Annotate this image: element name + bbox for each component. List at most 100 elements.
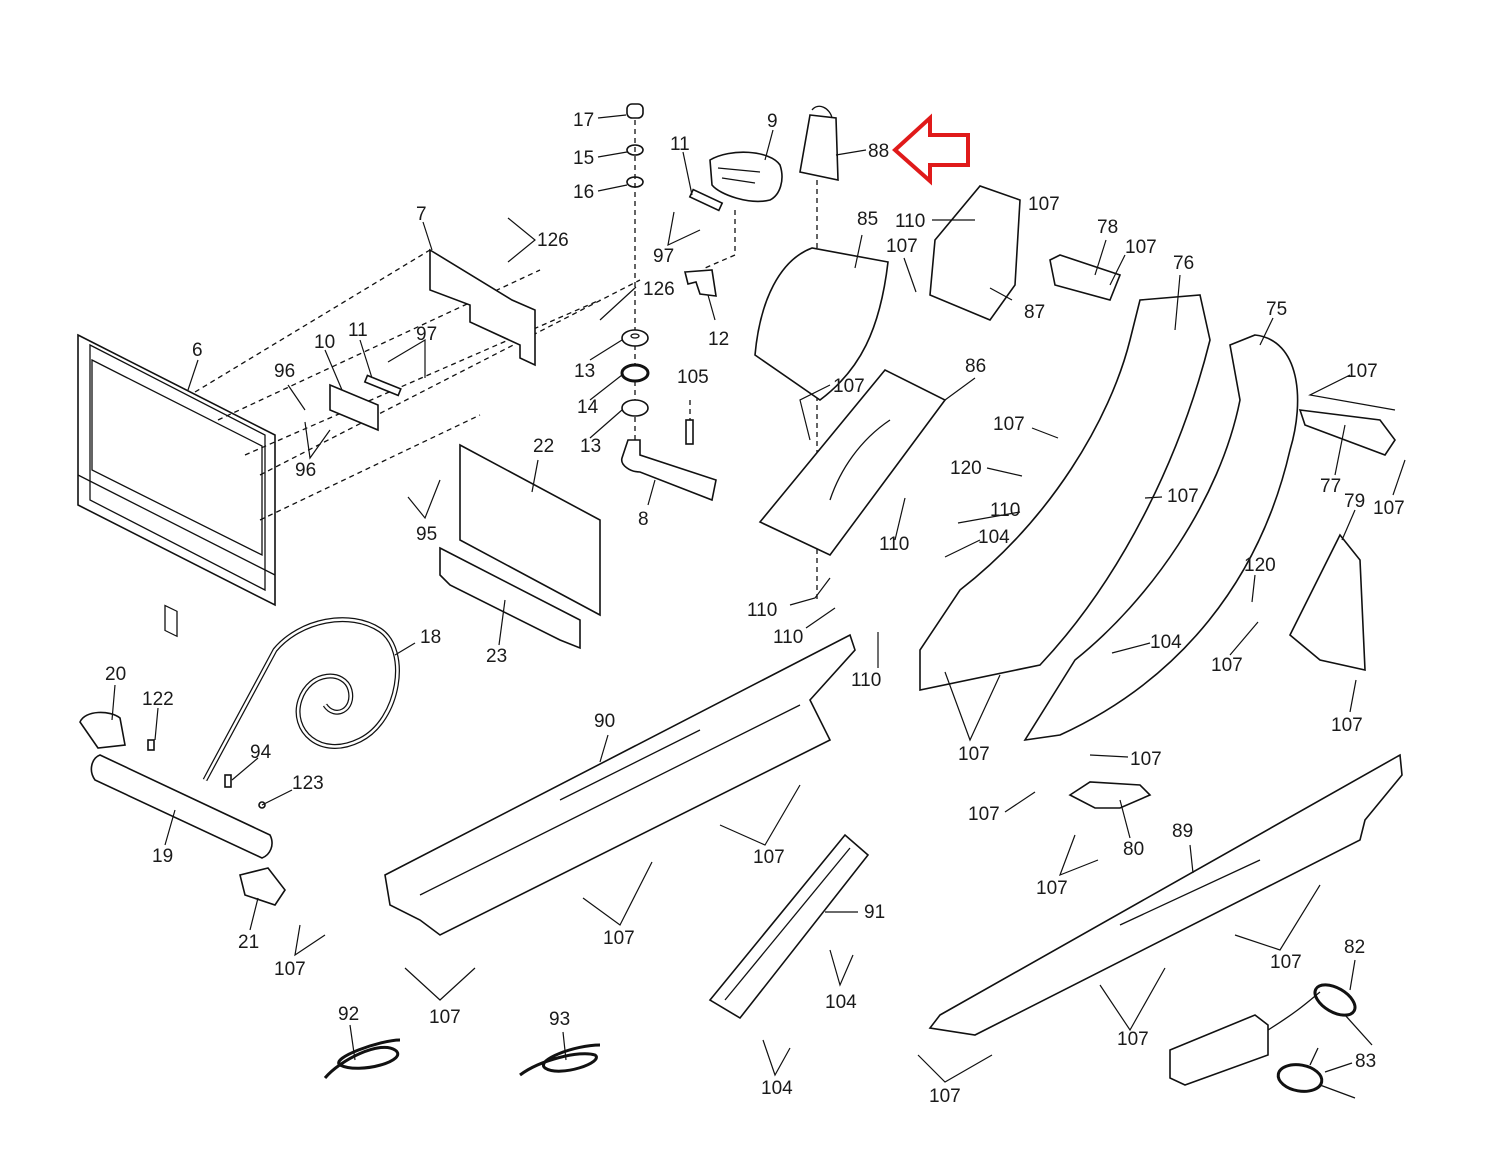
callout-79: 79 [1344,491,1365,512]
part-76-upright-shroud [919,294,1211,691]
callout-107: 107 [1130,749,1162,770]
callout-20: 20 [105,664,126,685]
callout-82: 82 [1344,937,1365,958]
callout-11: 11 [348,320,368,341]
callout-97: 97 [653,246,674,267]
assembly-line [194,249,431,393]
callout-86: 86 [965,356,986,377]
callout-83: 83 [1355,1051,1376,1072]
callout-107: 107 [1346,361,1378,382]
leader-lines [111,114,1406,1083]
part-13-bushing-bottom [621,399,649,417]
callout-107: 107 [1373,498,1405,519]
callout-94: 94 [250,742,272,763]
callout-12: 12 [708,329,729,350]
part-20-handle-cap [79,711,126,749]
part-75-rear-shroud [1023,334,1299,742]
part-92-wire-harness [323,1038,401,1079]
callout-96: 96 [274,361,295,382]
callout-120: 120 [1244,555,1276,576]
callout-7: 7 [416,204,427,225]
assembly-line [704,254,736,269]
part-8-pivot-arm [620,439,717,502]
callout-104: 104 [761,1078,793,1099]
part-11-bracket [363,374,402,397]
part-83-power-cord [1276,1047,1356,1099]
callout-110: 110 [990,500,1020,521]
part-18-cable-coil [202,617,400,782]
callout-107: 107 [1125,237,1157,258]
callout-13: 13 [574,361,595,382]
callout-10: 10 [314,332,335,353]
callout-110: 110 [879,534,909,555]
part-82-power-adapter [1169,983,1373,1086]
part-14-bearing [620,363,650,383]
callout-88: 88 [868,141,889,162]
part-94-pin [224,774,232,788]
part-88-cover [799,105,839,181]
callout-107: 107 [993,414,1025,435]
callout-107: 107 [753,847,785,868]
callout-89: 89 [1172,821,1193,842]
callout-90: 90 [594,711,615,732]
callout-13: 13 [580,436,601,457]
callout-107: 107 [833,376,865,397]
part-78-grip [1049,254,1122,301]
callout-80: 80 [1123,839,1144,860]
callout-78: 78 [1097,217,1118,238]
callout-19: 19 [152,846,173,867]
callout-107: 107 [1331,715,1363,736]
highlight-arrow-icon [892,113,970,186]
callout-123: 123 [292,773,324,794]
callout-87: 87 [1024,302,1045,323]
part-93-wire-harness [519,1043,601,1077]
callout-92: 92 [338,1004,359,1025]
part-7-mounting-bracket [429,248,536,367]
callout-97: 97 [416,324,437,345]
part-80-bracket [1068,781,1152,809]
callout-17: 17 [573,110,594,131]
assembly-line [259,279,641,476]
callout-22: 22 [533,436,554,457]
callout-105: 105 [677,367,709,388]
callout-95: 95 [416,524,437,545]
callout-104: 104 [825,992,857,1013]
callout-104: 104 [1150,632,1182,653]
callout-107: 107 [968,804,1000,825]
callout-96: 96 [295,460,316,481]
callout-76: 76 [1173,253,1194,274]
part-10-hinge [329,383,379,432]
callout-107: 107 [958,744,990,765]
part-17-nut [626,103,644,119]
callout-9: 9 [767,111,778,132]
callout-85: 85 [857,209,878,230]
part-23-bracket [439,546,581,650]
part-13-bushing-top [621,329,649,347]
part-87-bracket [929,185,1021,321]
callout-107: 107 [1270,952,1302,973]
callout-122: 122 [142,689,174,710]
callout-14: 14 [577,397,599,418]
callout-107: 107 [1167,486,1199,507]
part-91-step-plate [708,833,870,1020]
part-105-pin [685,419,694,445]
callout-18: 18 [420,627,441,648]
callout-107: 107 [1036,878,1068,899]
callout-93: 93 [549,1009,570,1030]
callout-75: 75 [1266,299,1287,320]
callout-23: 23 [486,646,507,667]
part-85-shroud [754,247,889,401]
callout-11: 11 [670,134,690,155]
part-77-cover [1298,409,1396,456]
part-79-side-cover [1289,533,1366,672]
part-12-clip [683,269,717,297]
part-11-bracket-top [688,188,724,212]
callout-labels: 17 15 16 9 11 88 7 126 97 126 12 85 110 … [105,110,1405,1107]
part-22-panel [459,443,601,617]
callout-107: 107 [603,928,635,949]
part-86-plate [758,368,947,557]
part-122-screw [147,739,155,751]
callout-91: 91 [864,902,885,923]
callout-107: 107 [1211,655,1243,676]
assembly-line [244,299,601,456]
